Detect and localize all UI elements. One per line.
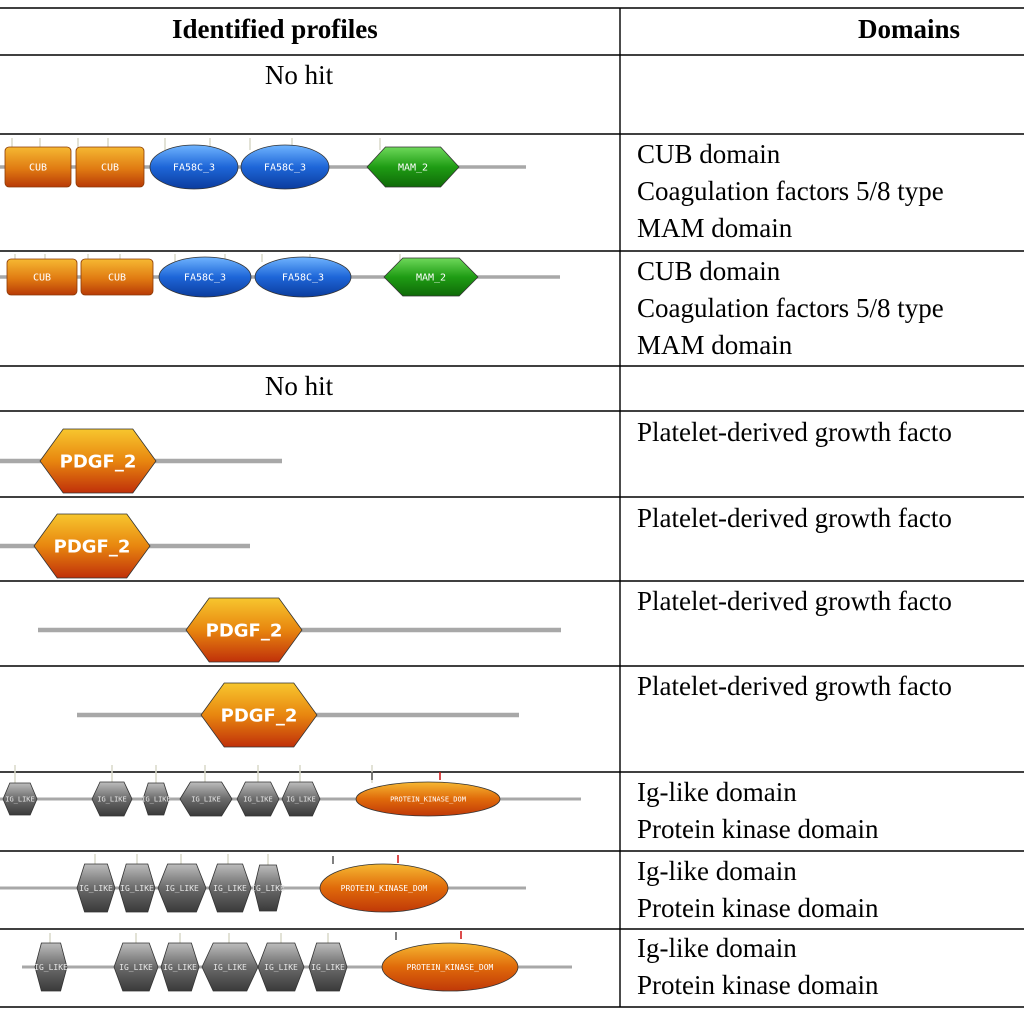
ig-like-domain-label: IG_LIKE <box>251 884 285 893</box>
ig-like-domain <box>257 942 305 992</box>
ig-like-domain-label: IG_LIKE <box>79 884 113 893</box>
ig-like-domain <box>281 781 321 817</box>
pdgf-domain <box>185 597 303 663</box>
cub-domain <box>6 258 78 296</box>
ig-like-domain <box>34 942 68 992</box>
fa58c-domain-label: FA58C_3 <box>184 273 226 284</box>
pdgf-domain <box>33 513 151 579</box>
domain-name: Platelet-derived growth facto <box>637 671 952 701</box>
protein-kinase-domain <box>355 781 501 817</box>
ig-like-domain <box>157 863 207 913</box>
ig-like-domain-label: IG_LIKE <box>213 884 247 893</box>
mam-domain <box>383 257 479 297</box>
domain-list: Platelet-derived growth facto <box>637 668 952 705</box>
ig-like-domain <box>118 863 156 913</box>
cub-domain-label: CUB <box>108 273 126 284</box>
ig-like-domain-label: IG_LIKE <box>191 796 221 804</box>
fa58c-domain-label: FA58C_3 <box>173 163 215 174</box>
ig-like-domain <box>91 781 133 817</box>
ig-like-domain-label: IG_LIKE <box>119 963 153 972</box>
protein-kinase-domain-label: PROTEIN_KINASE_DOM <box>341 884 428 893</box>
domain-name: CUB domain <box>637 139 781 169</box>
domain-list: Platelet-derived growth facto <box>637 414 952 451</box>
mam-domain-label: MAM_2 <box>398 163 428 174</box>
fa58c-domain <box>240 144 330 190</box>
ig-like-domain-label: IG_LIKE <box>163 963 197 972</box>
domain-name: MAM domain <box>637 330 793 360</box>
no-hit-label: No hit <box>264 60 334 90</box>
fa58c-domain <box>158 256 252 298</box>
domain-name: Ig-like domain <box>637 933 797 963</box>
ig-like-domain <box>160 942 200 992</box>
ig-like-domain-label: IG_LIKE <box>243 796 273 804</box>
pdgf-domain <box>39 428 157 494</box>
protein-kinase-domain-label: PROTEIN_KINASE_DOM <box>407 963 494 972</box>
ig-like-domain-label: IG_LIKE <box>34 963 68 972</box>
domain-name: Coagulation factors 5/8 type <box>637 176 944 206</box>
mam-domain-label: MAM_2 <box>416 273 446 284</box>
header-identified-profiles: Identified profiles <box>172 14 378 44</box>
domain-name: Platelet-derived growth facto <box>637 586 952 616</box>
domain-name: Protein kinase domain <box>637 970 879 1000</box>
ig-like-domain-label: IG_LIKE <box>213 963 247 972</box>
cub-domain-label: CUB <box>101 163 119 174</box>
fa58c-domain-label: FA58C_3 <box>264 163 306 174</box>
pdgf-domain <box>200 682 318 748</box>
protein-kinase-domain <box>381 942 519 992</box>
ig-like-domain-label: IG_LIKE <box>5 796 35 804</box>
domain-list: Platelet-derived growth facto <box>637 500 952 537</box>
fa58c-domain <box>254 256 352 298</box>
domain-name: Ig-like domain <box>637 856 797 886</box>
ig-like-domain <box>208 863 252 913</box>
domain-list: CUB domain Coagulation factors 5/8 type … <box>637 136 944 247</box>
pdgf-domain-label: PDGF_2 <box>60 451 137 472</box>
domain-list: CUB domain Coagulation factors 5/8 type … <box>637 253 944 364</box>
ig-like-domain-label: IG_LIKE <box>97 796 127 804</box>
domain-name: MAM domain <box>637 213 793 243</box>
cub-domain <box>4 146 72 188</box>
domain-name: Protein kinase domain <box>637 893 879 923</box>
ig-like-domain <box>113 942 159 992</box>
cub-domain <box>75 146 145 188</box>
ig-like-domain-label: IG_LIKE <box>311 963 345 972</box>
domain-list: Ig-like domain Protein kinase domain <box>637 774 878 848</box>
pdgf-domain-label: PDGF_2 <box>206 620 283 641</box>
domain-list: Ig-like domain Protein kinase domain <box>637 853 878 927</box>
ig-like-domain <box>308 942 348 992</box>
ig-like-domain <box>253 864 283 912</box>
cub-domain-label: CUB <box>33 273 51 284</box>
protein-kinase-domain <box>319 863 449 913</box>
ig-like-domain-label: IG_LIKE <box>264 963 298 972</box>
fa58c-domain <box>149 144 239 190</box>
ig-like-domain <box>142 782 170 816</box>
protein-kinase-domain-label: PROTEIN_KINASE_DOM <box>390 796 466 804</box>
ig-like-domain-label: IG_LIKE <box>286 796 316 804</box>
no-hit-label: No hit <box>264 371 334 401</box>
domain-name: Coagulation factors 5/8 type <box>637 293 944 323</box>
cub-domain-label: CUB <box>29 163 47 174</box>
domain-name: Ig-like domain <box>637 777 797 807</box>
pdgf-domain-label: PDGF_2 <box>221 705 298 726</box>
pdgf-domain-label: PDGF_2 <box>54 536 131 557</box>
ig-like-domain <box>2 782 38 816</box>
domain-name: Platelet-derived growth facto <box>637 503 952 533</box>
domain-name: Platelet-derived growth facto <box>637 417 952 447</box>
cub-domain <box>80 258 154 296</box>
fa58c-domain-label: FA58C_3 <box>282 273 324 284</box>
domain-name: CUB domain <box>637 256 781 286</box>
ig-like-domain-label: IG_LIKE <box>141 796 171 804</box>
ig-like-domain <box>76 863 116 913</box>
ig-like-domain <box>179 781 233 817</box>
domain-name: Protein kinase domain <box>637 814 879 844</box>
header-domains: Domains <box>858 14 961 44</box>
ig-like-domain-label: IG_LIKE <box>120 884 154 893</box>
domain-list: Platelet-derived growth facto <box>637 583 952 620</box>
mam-domain <box>366 146 460 188</box>
ig-like-domain <box>236 781 280 817</box>
ig-like-domain-label: IG_LIKE <box>165 884 199 893</box>
domain-list: Ig-like domain Protein kinase domain <box>637 930 878 1004</box>
